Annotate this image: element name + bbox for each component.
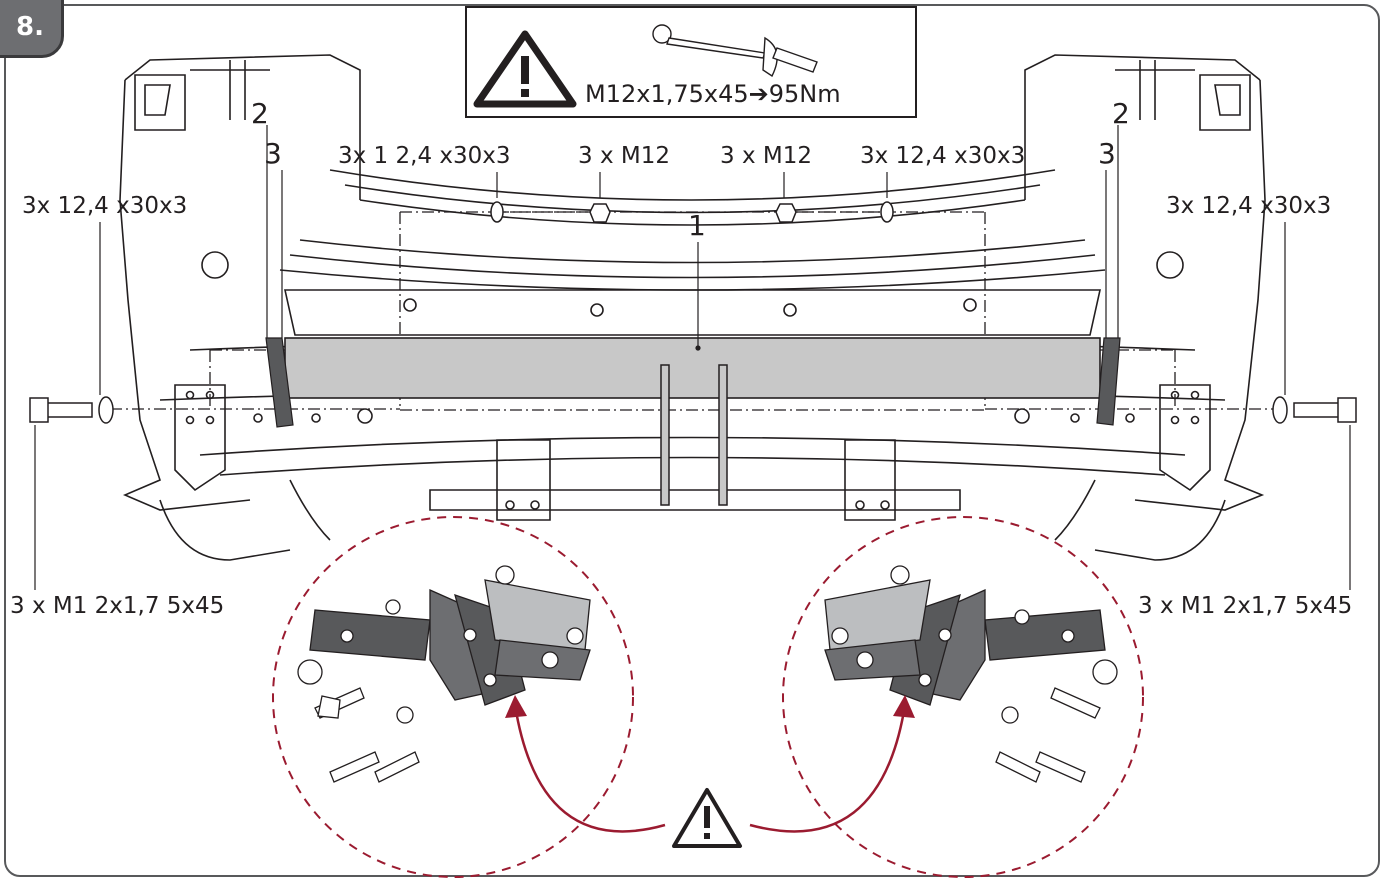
detail-circle-right <box>782 516 1144 878</box>
torque-spec-box: M12x1,75x45➔95Nm <box>465 6 917 118</box>
label-washers-side-left: 3x 12,4 x30x3 <box>22 193 188 219</box>
label-nuts-upper-right: 3 x M12 <box>720 143 812 169</box>
washer-icon <box>490 201 504 223</box>
step-number-badge: 8. <box>0 0 64 58</box>
warning-triangle-icon <box>672 788 742 848</box>
label-bolts-left: 3 x M1 2x1,7 5x45 <box>10 593 225 619</box>
crossbar <box>284 337 1101 399</box>
side-plate-left <box>265 337 294 428</box>
part-number-2-right: 2 <box>1112 97 1130 130</box>
label-nuts-upper-left: 3 x M12 <box>578 143 670 169</box>
label-washers-upper-right: 3x 12,4 x30x3 <box>860 143 1026 169</box>
label-washers-side-right: 3x 12,4 x30x3 <box>1166 193 1332 219</box>
detail-circle-left <box>272 516 634 878</box>
torque-spec-text: M12x1,75x45➔95Nm <box>585 80 841 108</box>
warning-triangle-icon <box>473 30 577 108</box>
part-number-1: 1 <box>688 209 706 242</box>
torque-wrench-icon <box>652 24 818 78</box>
part-number-3-left: 3 <box>264 137 282 170</box>
nut-icon <box>589 203 611 223</box>
bolt-icon-left <box>29 397 93 423</box>
part-number-2-left: 2 <box>251 97 269 130</box>
part-number-3-right: 3 <box>1098 137 1116 170</box>
bolt-icon-right <box>1293 397 1357 423</box>
label-washers-upper-left: 3x 1 2,4 x30x3 <box>338 143 511 169</box>
side-plate-right <box>1096 337 1121 426</box>
page-frame <box>4 4 1380 877</box>
label-bolts-right: 3 x M1 2x1,7 5x45 <box>1138 593 1353 619</box>
